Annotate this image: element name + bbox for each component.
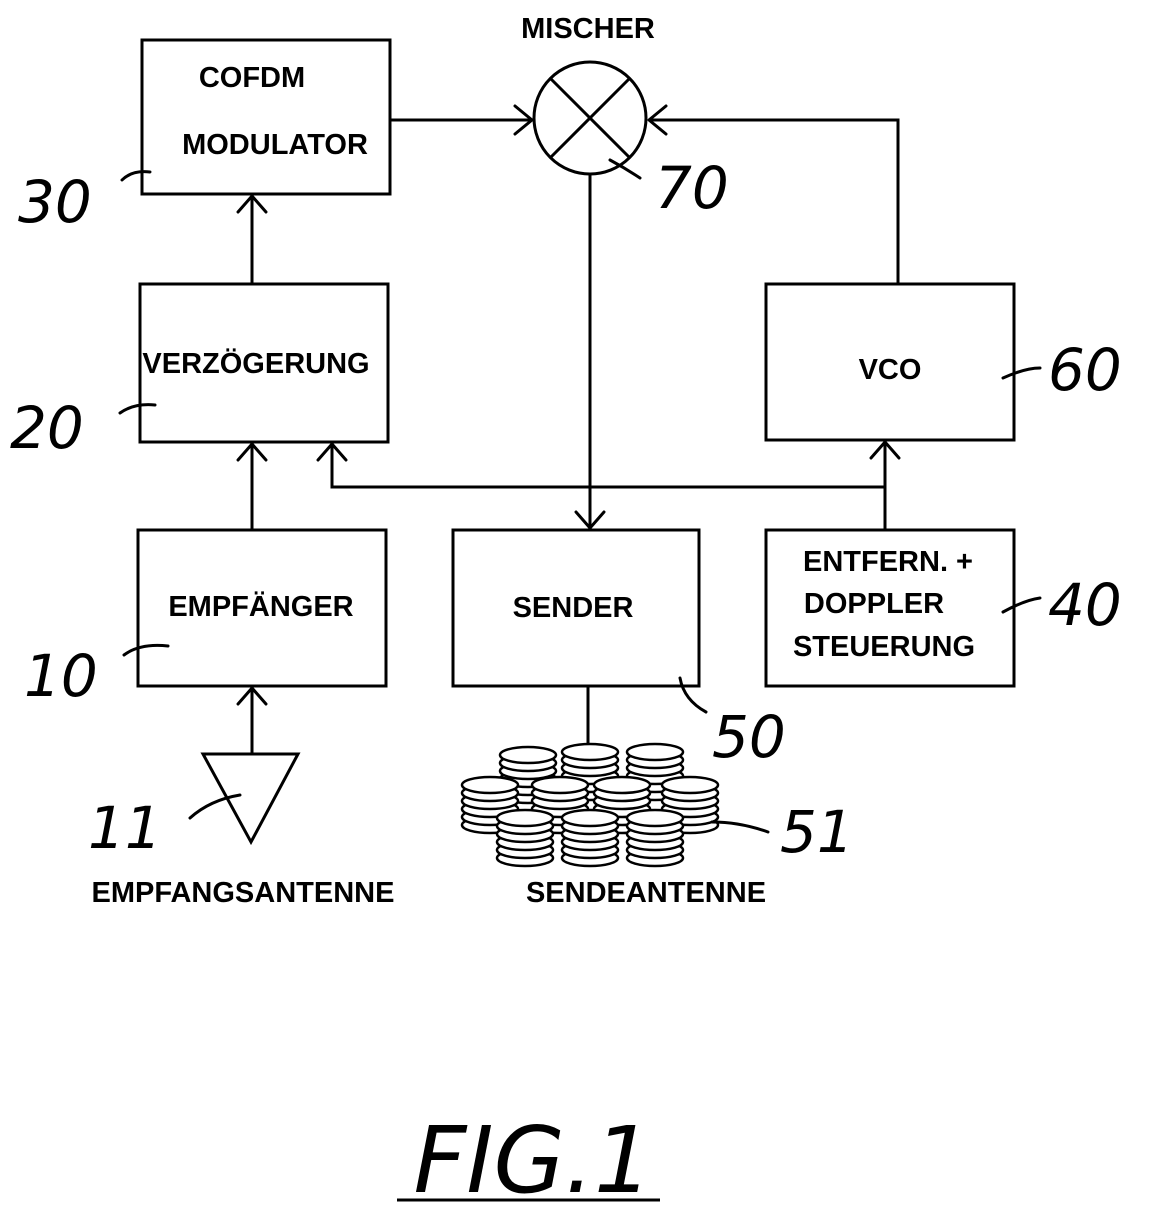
transmit-antenna-label: SENDEANTENNE <box>526 877 766 909</box>
figure-caption: FIG.1 <box>397 1107 660 1214</box>
ref-40: 40 <box>1048 571 1122 639</box>
sender-block: SENDER <box>453 530 699 686</box>
ref-70: 70 <box>655 154 729 222</box>
control-label-line2: DOPPLER <box>804 588 944 620</box>
mixer: MISCHER <box>521 13 655 174</box>
control-label-line3: STEUERUNG <box>793 631 975 663</box>
control-label-line1: ENTFERN. + <box>803 546 973 578</box>
ref-50: 50 <box>712 703 786 771</box>
vco-block: VCO <box>766 284 1014 440</box>
transmit-antenna-icon <box>462 744 718 866</box>
ref-51: 51 <box>780 798 854 866</box>
delay-label: VERZÖGERUNG <box>142 347 369 380</box>
ref-11: 11 <box>88 794 162 862</box>
ref-20: 20 <box>10 394 84 462</box>
cofdm-modulator-block: COFDM MODULATOR <box>142 40 390 194</box>
receiver-block: EMPFÄNGER <box>138 530 386 686</box>
vco-label: VCO <box>859 354 922 386</box>
receiver-label: EMPFÄNGER <box>168 590 353 623</box>
modulator-label-line1: COFDM <box>199 62 305 94</box>
sender-label: SENDER <box>513 592 634 624</box>
range-doppler-control-block: ENTFERN. + DOPPLER STEUERUNG <box>766 530 1014 686</box>
receive-antenna-label: EMPFANGSANTENNE <box>92 877 395 909</box>
modulator-label-line2: MODULATOR <box>182 129 368 161</box>
mixer-label: MISCHER <box>521 13 655 45</box>
delay-block: VERZÖGERUNG <box>140 284 388 442</box>
ref-10: 10 <box>24 642 98 710</box>
ref-60: 60 <box>1048 336 1122 404</box>
figure-caption-text: FIG.1 <box>413 1107 652 1214</box>
receive-antenna-icon <box>203 754 298 842</box>
ref-30: 30 <box>18 168 92 236</box>
